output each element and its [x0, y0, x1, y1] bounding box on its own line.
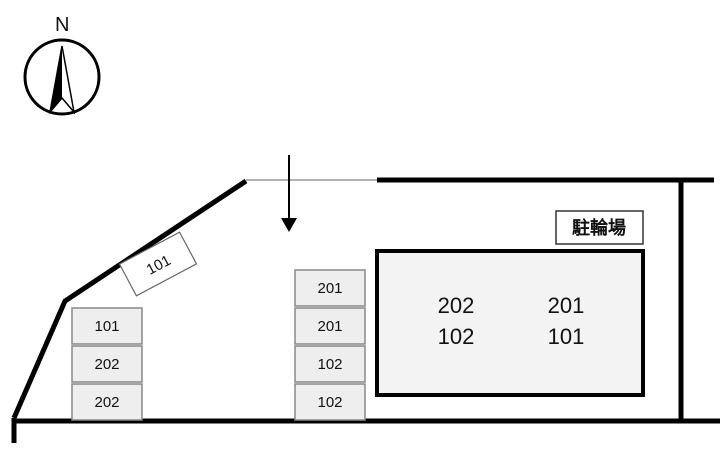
parking-slot	[71, 345, 143, 383]
parking-slot	[71, 383, 143, 421]
slot-label: 102	[317, 394, 342, 411]
svg-text:駐輪場: 駐輪場	[572, 217, 626, 239]
north-arrow-icon: N	[23, 14, 101, 116]
bike-unit-202: 202	[438, 293, 475, 318]
bike-unit-102: 102	[438, 324, 475, 349]
bike-unit-201: 201	[548, 293, 585, 318]
parking-slot	[294, 345, 366, 383]
bike-unit-101: 101	[548, 324, 585, 349]
north-label: N	[55, 14, 69, 36]
parking-slot	[71, 307, 143, 345]
slot-label: 201	[317, 280, 342, 297]
entrance-arrow-icon	[281, 155, 297, 232]
parking-slot	[294, 383, 366, 421]
slot-label: 101	[94, 318, 119, 335]
slot-label: 202	[94, 356, 119, 373]
parking-column-center: 201 201 102 102	[294, 269, 366, 421]
bicycle-parking-label: 駐輪場	[555, 210, 644, 245]
parking-column-left: 101 202 202	[71, 307, 143, 421]
bicycle-parking-area: 202 201 102 101	[375, 249, 645, 397]
angled-parking-slot: 101	[118, 231, 198, 297]
site-boundary	[11, 177, 720, 443]
slot-label: 201	[317, 318, 342, 335]
parking-slot	[294, 269, 366, 307]
slot-label: 102	[317, 356, 342, 373]
parking-slot	[294, 307, 366, 345]
slot-label: 202	[94, 394, 119, 411]
